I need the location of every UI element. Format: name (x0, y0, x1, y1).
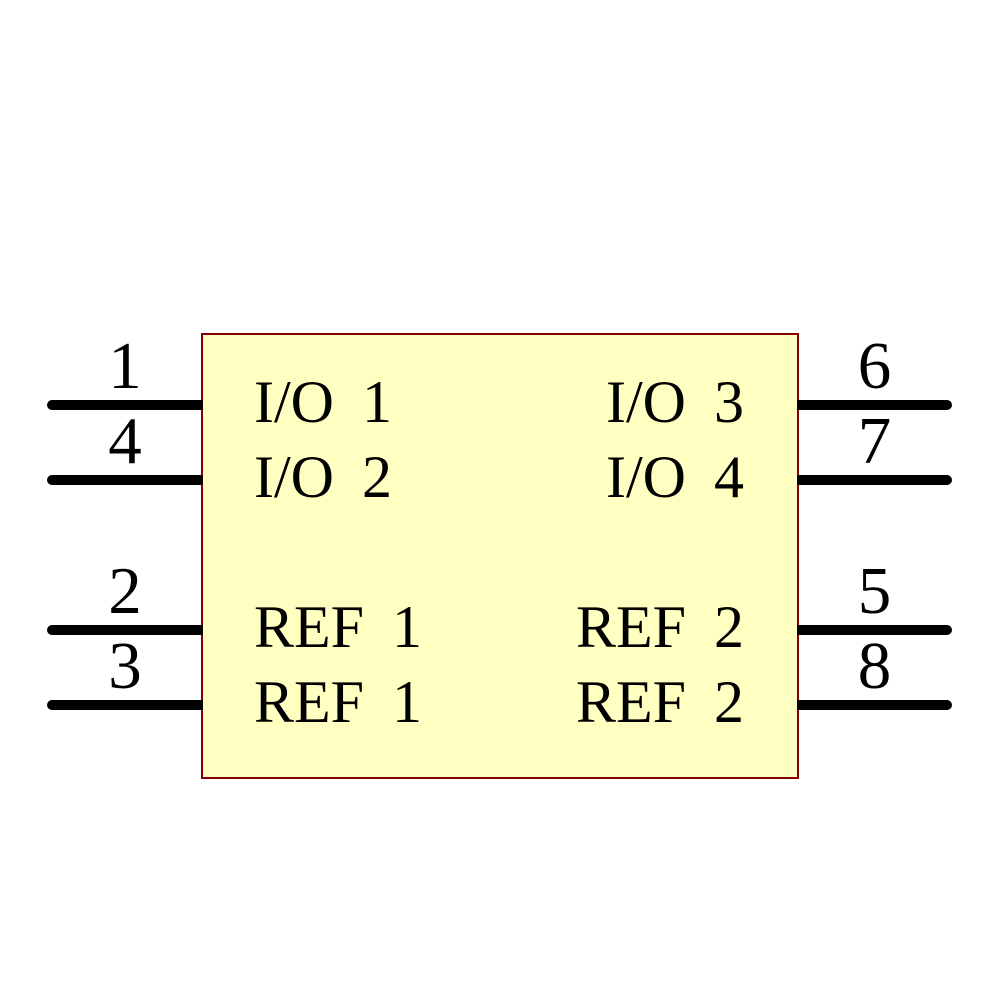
pin-4-name: I/O 2 (254, 444, 392, 510)
pin-1-number: 1 (108, 329, 142, 403)
pin-3-number: 3 (108, 629, 142, 703)
pin-2-name: REF 1 (254, 594, 423, 660)
pin-7-line[interactable] (797, 475, 952, 485)
pin-4-line[interactable] (47, 475, 203, 485)
pin-7-name: I/O 4 (606, 444, 744, 510)
pin-1-line[interactable] (47, 400, 203, 410)
pin-8-number: 8 (857, 629, 892, 703)
pin-2-line[interactable] (47, 625, 203, 635)
pin-3-line[interactable] (47, 700, 203, 710)
pin-6-name: I/O 3 (606, 369, 744, 435)
pin-8-line[interactable] (797, 700, 952, 710)
pin-5-line[interactable] (797, 625, 952, 635)
pin-1-name: I/O 1 (254, 369, 392, 435)
symbol-body[interactable] (201, 333, 799, 779)
pin-6-number: 6 (857, 329, 892, 403)
pin-3-name: REF 1 (254, 669, 423, 735)
pin-8-name: REF 2 (575, 669, 744, 735)
pin-2-number: 2 (108, 554, 142, 628)
pin-7-number: 7 (857, 404, 892, 478)
pin-4-number: 4 (108, 404, 142, 478)
pin-6-line[interactable] (797, 400, 952, 410)
pin-5-name: REF 2 (575, 594, 744, 660)
pin-5-number: 5 (857, 554, 892, 628)
